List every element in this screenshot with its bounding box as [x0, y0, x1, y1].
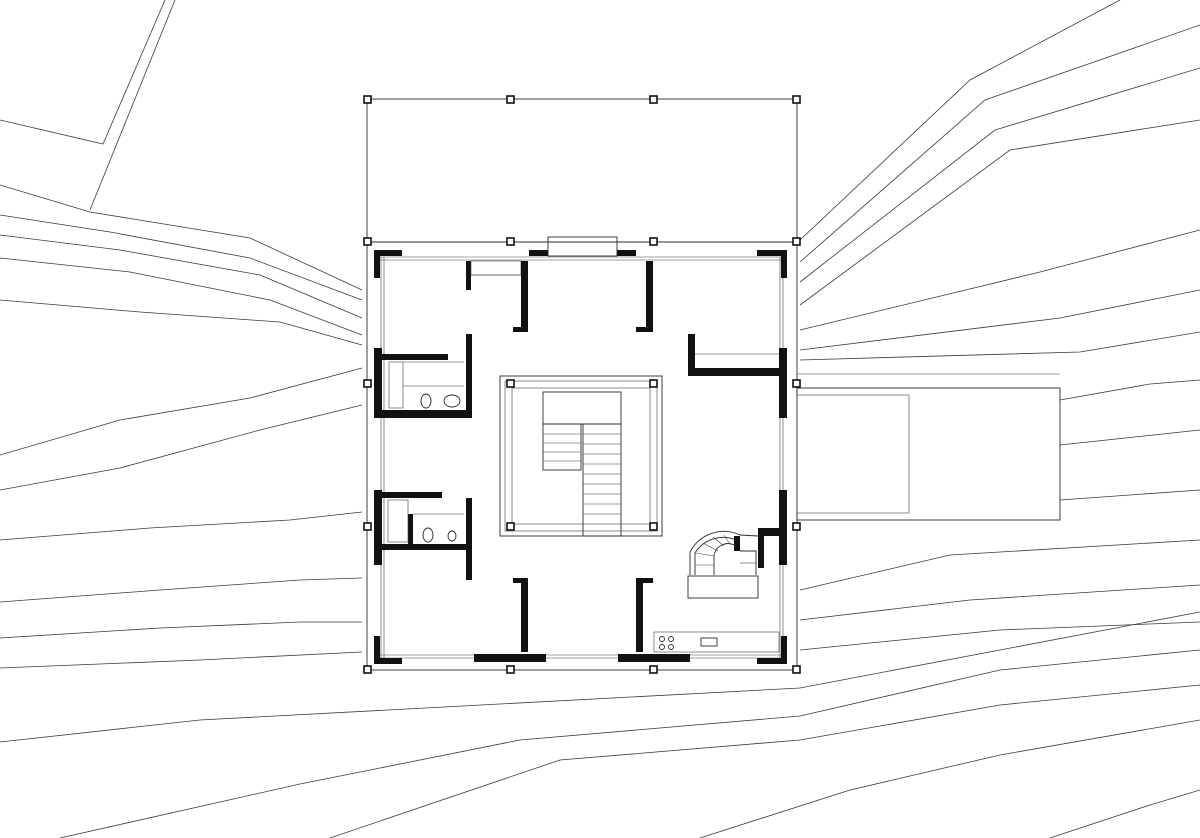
interior-walls — [382, 260, 787, 652]
spiral-stair — [689, 530, 759, 575]
kitchen-counter — [653, 631, 780, 653]
central-stair-core — [499, 375, 663, 537]
pergola-frame — [366, 98, 798, 671]
exterior-envelope — [374, 236, 787, 664]
structural-columns — [363, 95, 801, 674]
terrace-platform — [796, 373, 1061, 521]
